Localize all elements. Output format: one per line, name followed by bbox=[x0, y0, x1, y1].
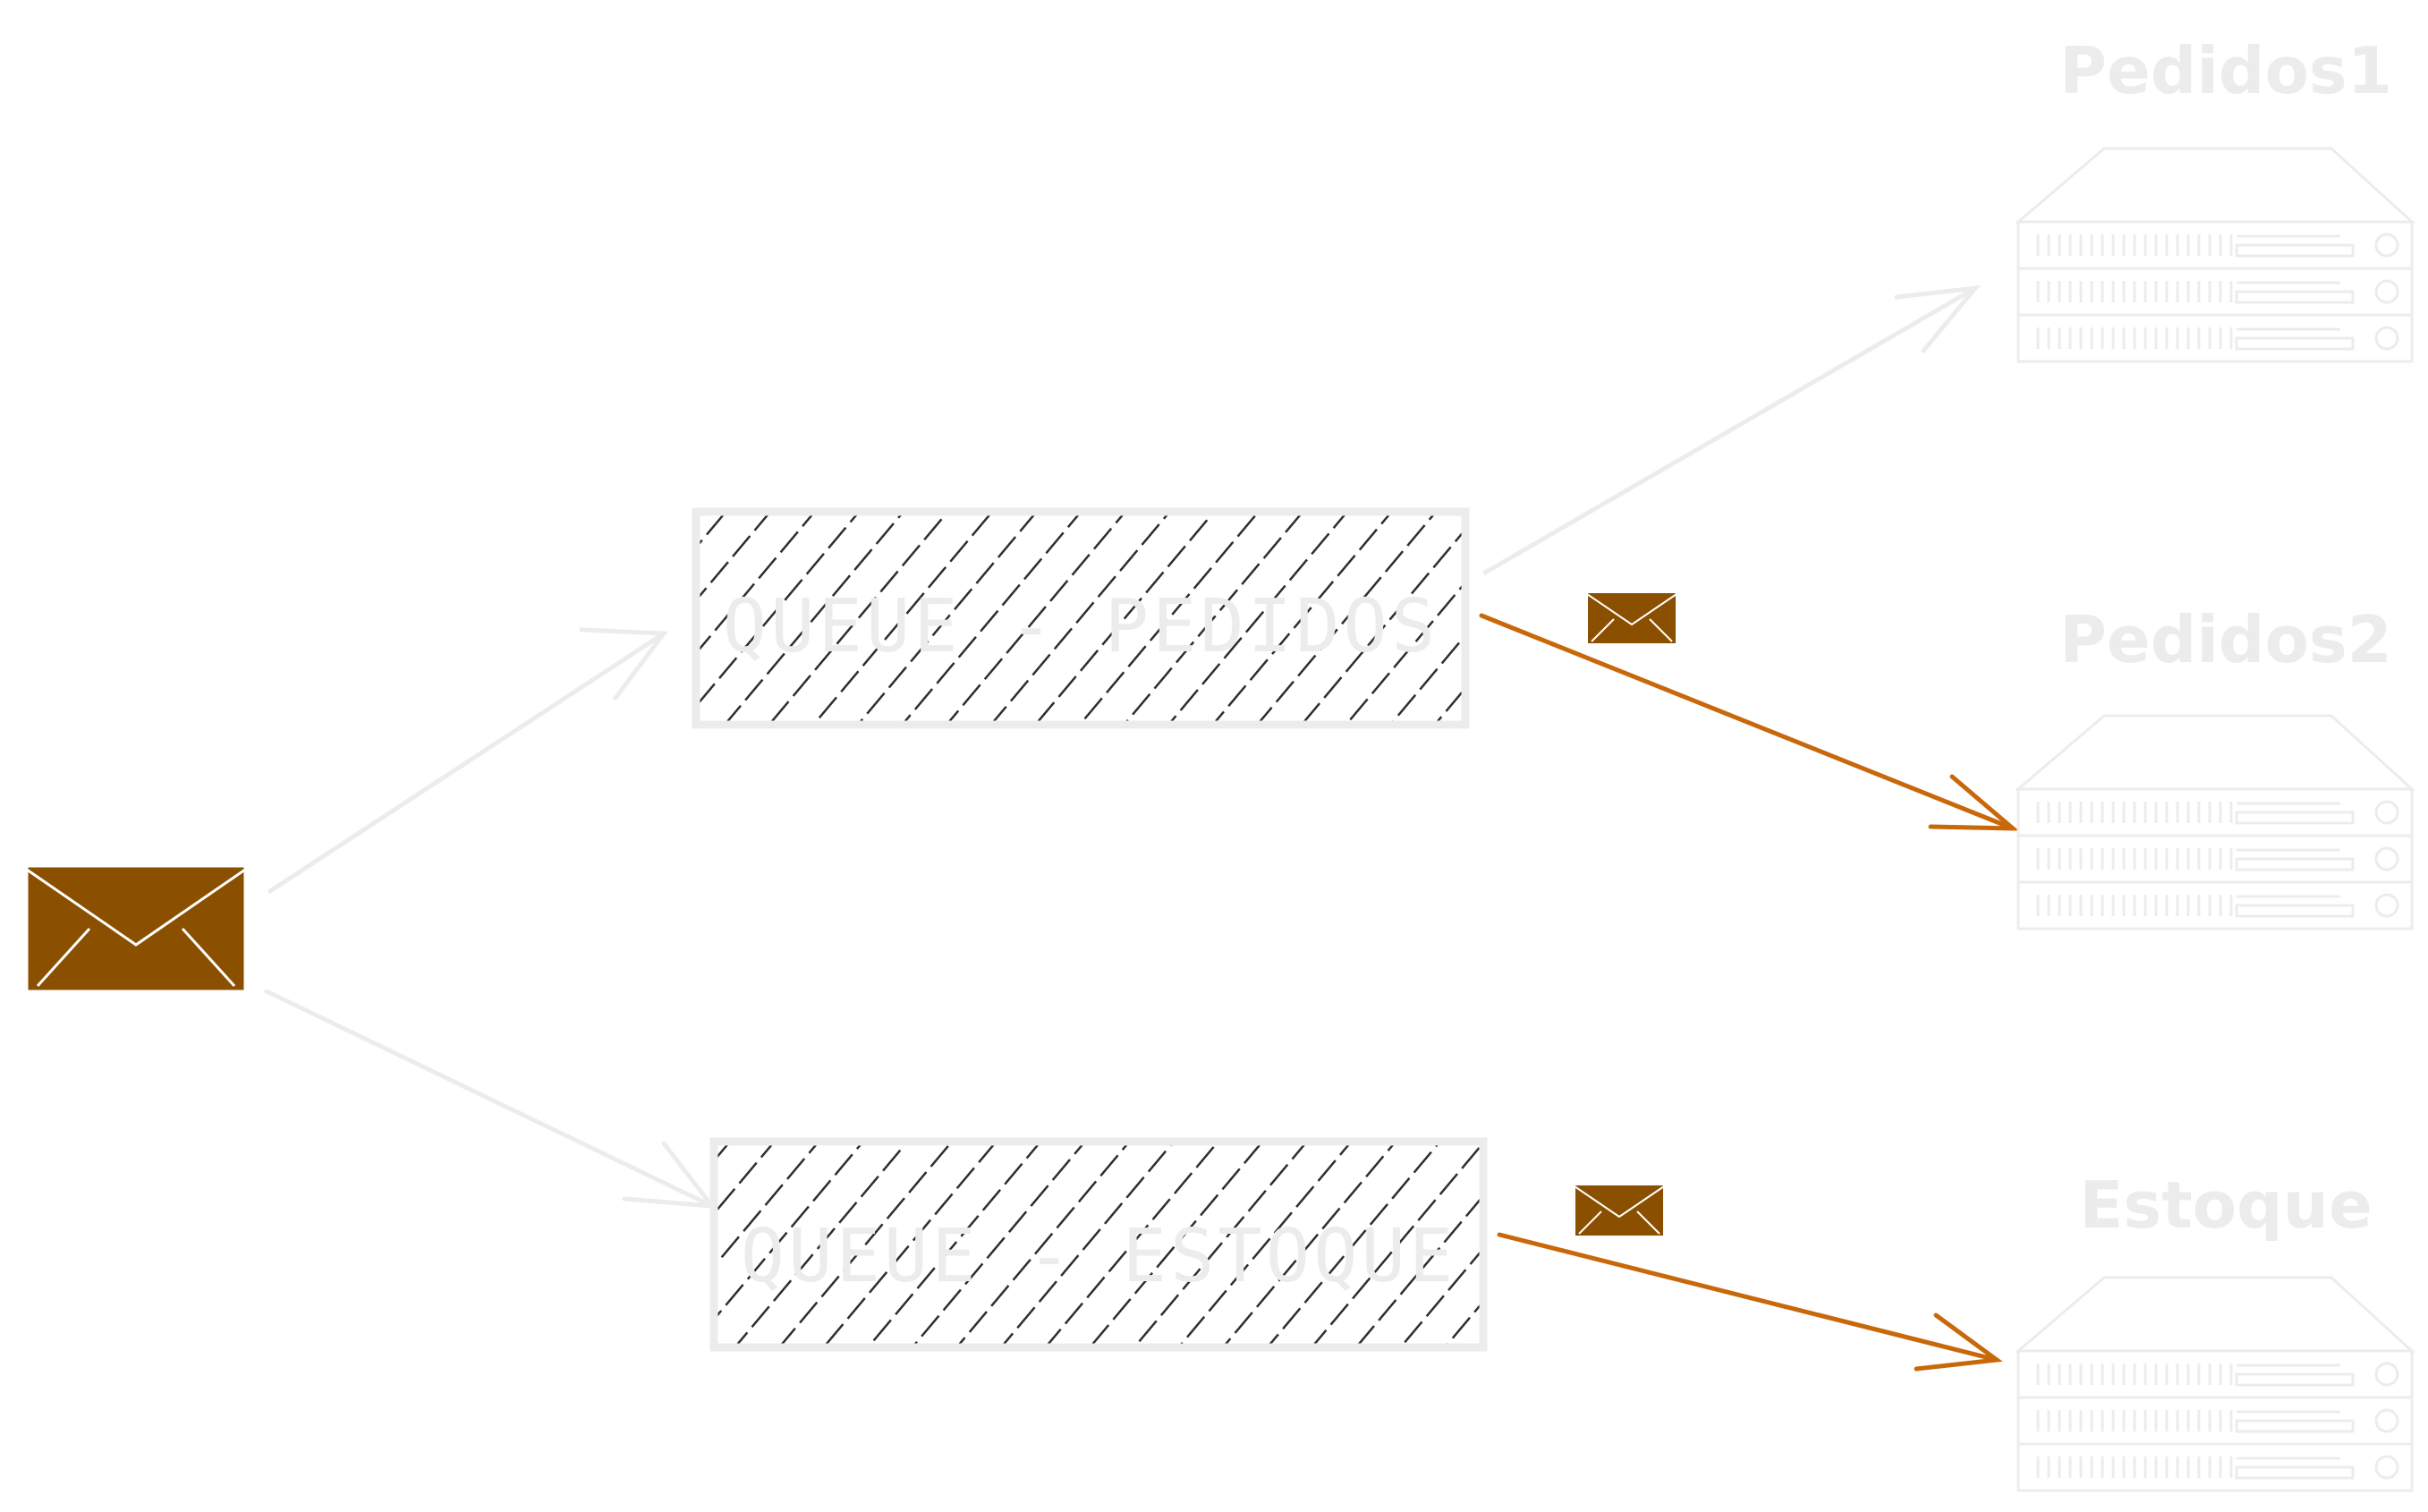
arrow-estoque-to-estoque-server bbox=[1497, 1232, 2003, 1372]
arrow-pedidos-to-pedidos1 bbox=[1482, 285, 1981, 575]
queue-estoque: QUEUE - ESTOQUE bbox=[709, 1137, 1488, 1352]
source-envelope-icon bbox=[25, 864, 247, 993]
server-pedidos1: Pedidos1 bbox=[2016, 33, 2414, 363]
server-icon bbox=[2016, 714, 2414, 930]
server-pedidos2-label: Pedidos2 bbox=[2059, 602, 2392, 677]
server-estoque-label: Estoque bbox=[2079, 1168, 2373, 1243]
message-envelope-icon bbox=[1586, 591, 1677, 645]
queue-pedidos: QUEUE - PEDIDOS bbox=[692, 507, 1470, 729]
queue-estoque-label: QUEUE - ESTOQUE bbox=[741, 1214, 1457, 1299]
arrow-pedidos-to-pedidos2 bbox=[1479, 613, 2019, 831]
server-pedidos2: Pedidos2 bbox=[2016, 602, 2414, 930]
message-envelope-icon bbox=[1574, 1184, 1665, 1237]
server-icon bbox=[2016, 147, 2414, 363]
server-pedidos1-label: Pedidos1 bbox=[2059, 33, 2392, 108]
queue-pedidos-label: QUEUE - PEDIDOS bbox=[723, 584, 1439, 669]
arrow-source-to-pedidos bbox=[267, 627, 668, 894]
server-icon bbox=[2016, 1276, 2414, 1492]
arrow-source-to-estoque bbox=[264, 989, 717, 1209]
server-estoque: Estoque bbox=[2016, 1168, 2414, 1492]
